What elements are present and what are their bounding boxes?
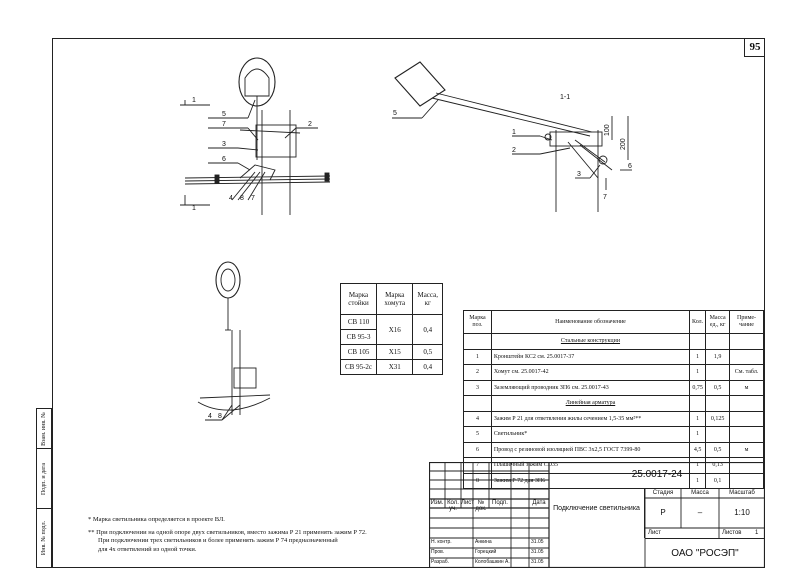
label-1: 1 [192,205,196,212]
signer-name: Колобашкин А. [475,559,510,565]
bill-of-materials: Марка поз. Наименование обозначение Кол.… [463,310,764,489]
stage-label: Стадия [652,490,674,496]
front-view [180,57,331,215]
header-pos: Марка поз. [463,310,492,334]
sheet-label: Лист [648,530,662,536]
col-change: Изм. [430,500,444,506]
notes: * Марка светильника определяется в проек… [88,516,367,554]
signer-role: Пров. [431,549,445,555]
signer-date: 31.05 [531,549,544,555]
label-7: 7 [603,194,607,201]
sheet-number: 95 [744,38,765,57]
section-title: Стальные конструкции [490,333,691,350]
label-2: 2 [308,121,312,128]
table-row: СВ 95-2с Х31 0,4 [339,359,443,375]
label-5: 5 [222,111,226,118]
label-6: 6 [628,163,632,170]
signer-role: Разраб. [431,559,450,565]
dimension-200: 200 [620,138,627,150]
note-line: ** При подключении на одной опоре двух с… [88,528,367,536]
scale-value: 1:10 [734,508,750,517]
label-4: 4 [229,195,233,202]
signer-role: Н. контр. [431,539,452,545]
label-1: 1 [512,129,516,136]
label-6: 6 [222,156,226,163]
title-block-grid [429,462,765,568]
drawing-title: Подключение светильника [549,488,645,538]
label-3: 3 [222,141,226,148]
signer-date: 31.05 [531,559,544,565]
header-unit-mass: Масса ед., кг [705,310,731,334]
mass-label: Масса [691,490,709,496]
sheets-value: 1 [755,530,759,536]
label-8: 8 [218,413,222,420]
label-8: 8 [240,195,244,202]
header-qty: Кол. [689,310,707,334]
header-note: Приме- чание [729,310,764,334]
section-title: Линейная арматура [490,395,691,412]
col-sign: Подп. [492,500,508,506]
header-name: Наименование обозначение [490,310,691,334]
title-block: Изм. Кол. уч. Лист № док. Подп. Дата Н. … [429,462,765,568]
note-line: При подключении трех светильников и боле… [98,537,338,544]
stage-value: Р [660,508,666,517]
section-view [392,61,632,212]
header-post: Марка стойки [339,283,378,315]
label-5: 5 [393,110,397,117]
label-3: 3 [577,171,581,178]
table-row: СВ 110 Х16 0,4 [339,314,443,345]
col-doc: № док. [475,500,487,512]
col-date: Дата [532,500,546,506]
table-row: СВ 105 Х15 0,5 [339,344,443,360]
note-line: * Марка светильника определяется в проек… [88,516,225,523]
label-1: 1 [192,97,196,104]
col-count: Кол. уч. [447,500,459,512]
scale-label: Масштаб [729,490,755,496]
side-stamp: Взам. инв. № Подп. и дата Инв. № подл. [36,408,52,568]
organization-name: ОАО "РОСЭП" [645,538,765,569]
label-7: 7 [251,195,255,202]
label-4: 4 [208,413,212,420]
note-line: для 4х ответвлений из одной точки. [98,545,197,553]
side-view [197,261,271,421]
drawing-frame [52,38,765,568]
dimension-100: 100 [604,124,611,136]
label-2: 2 [512,147,516,154]
signer-name: Анкина [475,539,492,545]
document-code: 25.0017-24 [549,462,765,489]
signer-name: Горецкий [475,549,497,555]
col-sheet: Лист [461,500,475,506]
signer-date: 31.05 [531,539,544,545]
header-clamp: Марка хомута [376,283,414,315]
mass-value: – [697,508,703,517]
side-stamp-cell: Подп. и дата [37,449,51,509]
header-mass: Масса, кг [412,283,443,315]
side-stamp-cell: Взам. инв. № [37,409,51,449]
label-7: 7 [222,121,226,128]
section-label: 1-1 [560,94,570,101]
sheets-label: Листов [722,530,742,536]
post-mark-table: Марка стойки Марка хомута Масса, кг СВ 1… [339,283,443,375]
